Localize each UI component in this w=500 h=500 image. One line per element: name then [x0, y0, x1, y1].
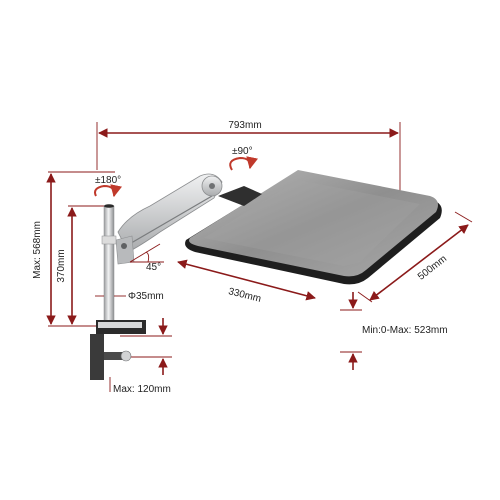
gas-spring-arm	[115, 173, 223, 265]
max-height-label: Max: 568mm	[32, 221, 43, 279]
pole-height-dimension: 370mm	[56, 205, 108, 325]
tilt-angle-indicator: 45°	[129, 243, 164, 273]
arm-rotation-indicator: ±90°	[229, 146, 258, 171]
tray-height-dimension: Min:0-Max: 523mm	[340, 292, 448, 370]
arm-rotation-label: ±90°	[232, 146, 253, 157]
desk-clamp	[90, 320, 146, 380]
tilt-angle-label: 45°	[146, 262, 161, 273]
pole-rotation-label: ±180°	[95, 175, 121, 186]
pole-diameter-indicator: Φ35mm	[95, 291, 164, 302]
arm-length-label: 330mm	[227, 286, 262, 305]
pole-diameter-label: Φ35mm	[128, 291, 164, 302]
width-label: 793mm	[228, 120, 261, 131]
max-height-dimension: Max: 568mm	[32, 171, 115, 327]
mounting-pole	[101, 204, 117, 323]
clamp-thickness-dimension: Max: 120mm	[109, 318, 172, 395]
laptop-tray	[185, 170, 442, 285]
pole-height-label: 370mm	[56, 249, 67, 282]
pole-rotation-indicator: ±180°	[94, 175, 122, 198]
tray-height-label: Min:0-Max: 523mm	[362, 325, 448, 336]
tray-bracket	[218, 186, 262, 206]
clamp-thickness-label: Max: 120mm	[113, 384, 171, 395]
tray-depth-label: 500mm	[416, 253, 449, 282]
